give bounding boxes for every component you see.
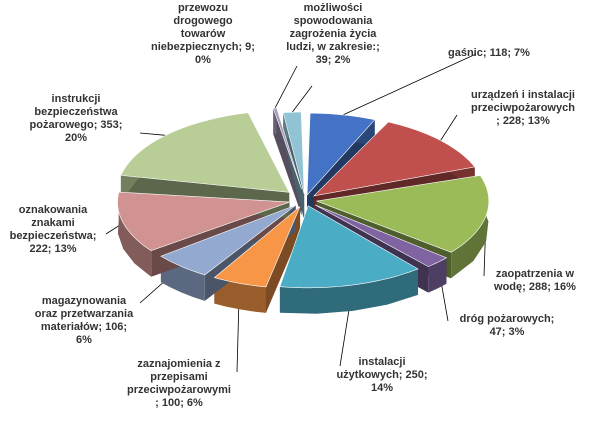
label-line: 39; 2%	[315, 54, 351, 66]
label-line: 20%	[64, 132, 88, 144]
label-line: wodę; 288; 16%	[494, 281, 576, 293]
label-line: przeciwpożarowych	[471, 102, 575, 114]
label-line: zaznajomienia z	[137, 358, 221, 370]
slice-side	[428, 257, 447, 293]
label-line: przepisami	[150, 371, 208, 383]
label-line: ; 100; 6%	[155, 397, 203, 409]
label-line: przeciwpożarowymi	[127, 384, 231, 396]
slice-side	[214, 277, 266, 313]
slice-4	[314, 204, 448, 267]
slice-1	[306, 112, 376, 196]
slice-7	[160, 204, 296, 276]
label-line: bezpieczeństwa;	[9, 230, 97, 242]
label-line: zagrożenia życia	[289, 28, 377, 40]
label-line: 222; 13%	[29, 243, 77, 255]
slice-side	[451, 175, 489, 279]
label-line: znakami	[31, 217, 75, 229]
leader-line	[291, 85, 313, 113]
slice-side	[117, 192, 152, 277]
label-line: możliwości	[303, 2, 363, 14]
label-line: materiałów; 106;	[40, 321, 128, 333]
slice-8	[117, 191, 290, 252]
label-line: magazynowania	[41, 295, 127, 307]
label-line: urządzeń i instalacji	[471, 89, 575, 101]
label-gasnic: gaśnic; 118; 7%	[448, 47, 530, 60]
slice-side	[279, 268, 418, 314]
slice-6	[213, 206, 301, 288]
label-line: drogowego	[173, 15, 233, 27]
slice-9	[120, 112, 290, 193]
leader-line	[342, 53, 477, 116]
label-line: 0%	[195, 54, 211, 66]
slice-5	[279, 205, 419, 289]
slice-3	[315, 175, 490, 253]
leader-line	[139, 132, 166, 136]
label-line: dróg pożarowych;	[459, 313, 555, 325]
slice-tops	[117, 107, 490, 289]
leader-line	[274, 65, 298, 109]
label-line: zaopatrzenia w	[495, 268, 575, 280]
slice-2	[312, 121, 476, 197]
label-line: instrukcji	[51, 93, 101, 105]
label-line: gaśnic; 118; 7%	[448, 47, 530, 59]
slice-11	[282, 111, 305, 195]
label-line: ; 228; 13%	[496, 115, 550, 127]
label-line: niebezpiecznych; 9;	[151, 41, 255, 53]
label-line: towarów	[180, 28, 226, 40]
label-line: bezpieczeństwa	[34, 106, 118, 118]
label-line: spowodowania	[293, 15, 373, 27]
label-line: ludzi, w zakresie:;	[286, 41, 380, 53]
label-line: oraz przetwarzania	[34, 308, 134, 320]
label-line: 47; 3%	[489, 326, 525, 338]
label-line: instalacji	[358, 356, 406, 368]
slice-10	[272, 107, 302, 190]
label-line: 6%	[76, 334, 92, 346]
label-line: pożarowego; 353;	[29, 119, 123, 131]
label-line: 14%	[370, 382, 394, 394]
leader-line	[440, 114, 458, 141]
label-drog: dróg pożarowych;47; 3%	[448, 313, 566, 339]
label-line: oznakowania	[18, 204, 88, 216]
slice-wall	[273, 108, 302, 216]
label-line: przewozu	[177, 2, 229, 14]
label-line: użytkowych; 250;	[336, 369, 428, 381]
